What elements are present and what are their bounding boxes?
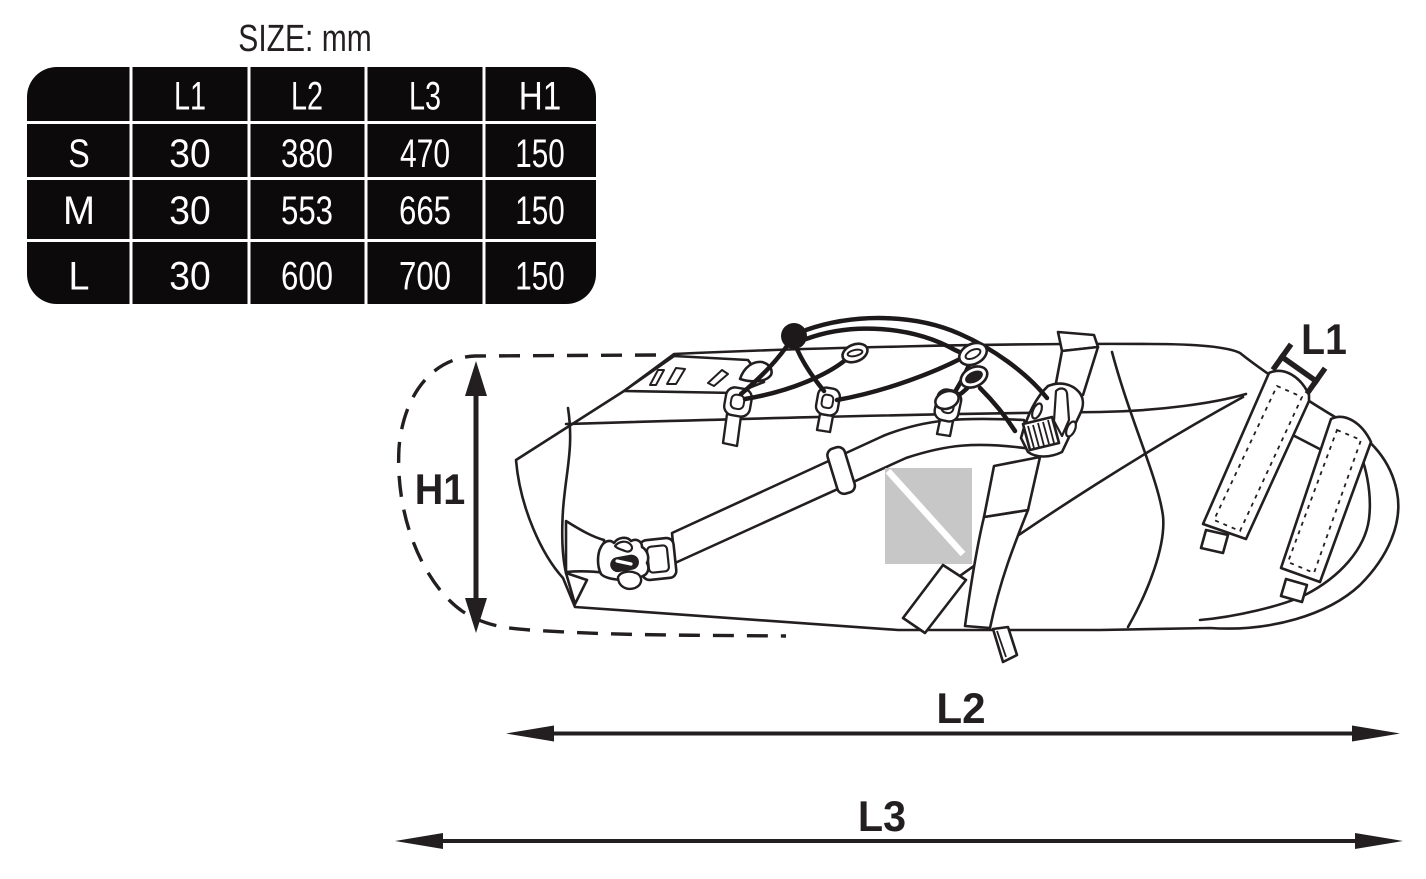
svg-text:L1: L1: [174, 75, 206, 119]
svg-text:150: 150: [515, 189, 564, 233]
svg-text:30: 30: [169, 255, 210, 299]
svg-text:L2: L2: [291, 75, 323, 119]
svg-text:470: 470: [400, 132, 450, 176]
svg-text:L: L: [69, 255, 90, 299]
svg-text:30: 30: [169, 189, 210, 233]
svg-text:L1: L1: [1301, 316, 1347, 364]
svg-text:S: S: [68, 132, 89, 176]
svg-text:M: M: [63, 189, 95, 233]
svg-text:600: 600: [281, 255, 333, 299]
svg-text:150: 150: [515, 255, 564, 299]
svg-text:665: 665: [399, 189, 451, 233]
svg-text:30: 30: [169, 132, 210, 176]
svg-text:SIZE: mm: SIZE: mm: [238, 18, 371, 60]
svg-text:H1: H1: [519, 75, 561, 119]
svg-text:553: 553: [281, 189, 333, 233]
svg-text:700: 700: [399, 255, 451, 299]
svg-text:L3: L3: [858, 793, 906, 841]
svg-text:150: 150: [515, 132, 564, 176]
svg-text:H1: H1: [415, 466, 466, 514]
svg-text:L2: L2: [936, 685, 985, 733]
svg-text:380: 380: [281, 132, 333, 176]
svg-text:L3: L3: [409, 75, 441, 119]
